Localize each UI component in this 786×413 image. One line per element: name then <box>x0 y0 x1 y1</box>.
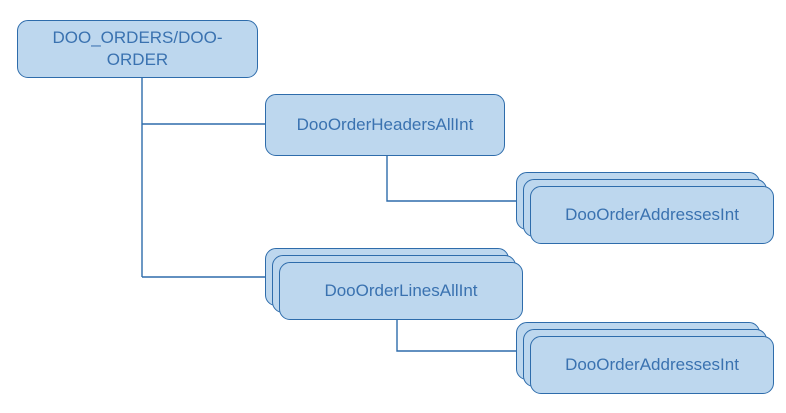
node-stack-doo-order-lines-all-int[interactable]: DooOrderLinesAllInt <box>265 248 523 320</box>
node-label: DooOrderAddressesInt <box>565 204 739 224</box>
node-label: DooOrderHeadersAllInt <box>296 114 474 134</box>
node-label: DooOrderAddressesInt <box>565 354 739 374</box>
node-doo-order-lines-all-int[interactable]: DooOrderLinesAllInt <box>279 262 523 320</box>
node-doo-order-addresses-int-headers[interactable]: DooOrderAddressesInt <box>530 186 774 244</box>
node-doo-order-addresses-int-lines[interactable]: DooOrderAddressesInt <box>530 336 774 394</box>
node-doo-orders-doo-order[interactable]: DOO_ORDERS/DOO-ORDER <box>17 20 258 78</box>
node-stack-doo-order-addresses-int-headers[interactable]: DooOrderAddressesInt <box>516 172 774 244</box>
node-doo-order-headers-all-int[interactable]: DooOrderHeadersAllInt <box>265 94 505 156</box>
connector-headers-to-addresses <box>386 156 516 202</box>
node-label: DOO_ORDERS/DOO-ORDER <box>52 27 223 69</box>
node-label: DooOrderLinesAllInt <box>324 280 478 300</box>
node-stack-doo-order-addresses-int-lines[interactable]: DooOrderAddressesInt <box>516 322 774 394</box>
